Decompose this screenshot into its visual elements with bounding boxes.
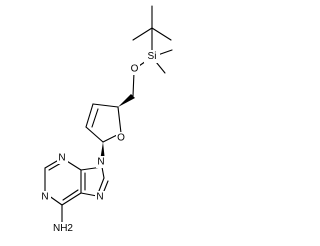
atom-label-o-ring: O bbox=[117, 133, 125, 144]
atom-label-si: Si bbox=[148, 51, 157, 62]
bond-n9-c8 bbox=[101, 166, 105, 179]
bond-n7-c5 bbox=[80, 192, 98, 197]
molecule-structure-diagram: Si O O N N N N NH2 bbox=[40, 5, 173, 235]
atom-label-amine: NH2 bbox=[53, 223, 73, 234]
wedge-layer bbox=[100, 94, 135, 161]
atom-label-n3: N bbox=[58, 153, 65, 164]
atom-label-n1: N bbox=[41, 192, 48, 203]
bond-layer bbox=[44, 5, 173, 223]
bond-o-ch2 bbox=[132, 71, 135, 97]
atom-label-n7: N bbox=[96, 192, 103, 203]
label-layer: Si O O N N N N NH2 bbox=[40, 50, 160, 235]
wedge-c4-ch2 bbox=[118, 94, 135, 107]
bond-tbu-methyl-left bbox=[132, 27, 153, 41]
bond-c3-c2 bbox=[85, 103, 94, 128]
bond-oring-c4 bbox=[117, 106, 122, 134]
bond-c3-c2-double bbox=[91, 108, 99, 128]
bond-c6-c5 bbox=[61, 192, 82, 206]
atom-label-o-ether: O bbox=[131, 64, 139, 75]
atom-label-n9: N bbox=[97, 157, 104, 168]
bond-c2-c1 bbox=[85, 126, 104, 143]
bond-c4-c3 bbox=[92, 103, 119, 108]
bond-c6-c5-double bbox=[62, 189, 79, 201]
bond-tbu-methyl-right bbox=[151, 27, 172, 41]
bond-n3-c2-double bbox=[48, 162, 62, 171]
